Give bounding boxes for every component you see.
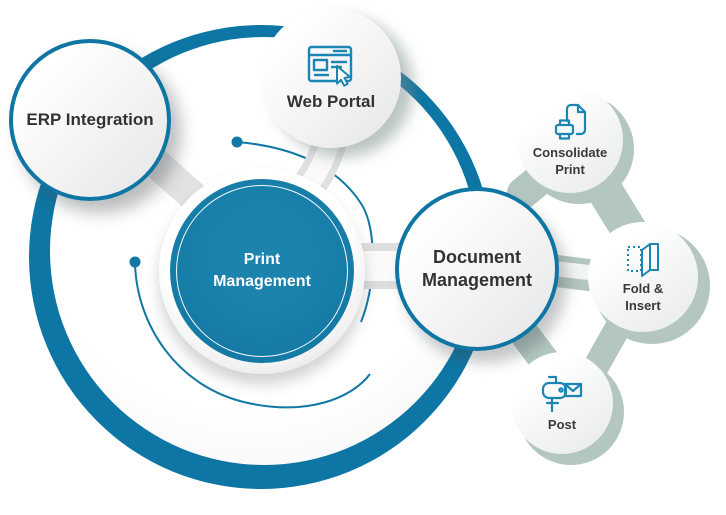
consolidate-print-label: Consolidate Print (532, 145, 608, 177)
node-post: Post (511, 352, 613, 454)
arc-bottom (134, 261, 371, 409)
node-erp-integration: ERP Integration (9, 39, 171, 201)
node-document-management: Document Management (395, 187, 559, 351)
print-management-label: Print Management (213, 251, 311, 290)
fold-paper-icon (627, 243, 659, 278)
arc-top-dot (231, 136, 243, 148)
node-consolidate-print: Consolidate Print (517, 87, 623, 193)
fold-insert-label: Fold & Insert (622, 281, 664, 313)
browser-cursor-icon (307, 45, 353, 87)
mailbox-icon (541, 375, 583, 412)
erp-integration-label: ERP Integration (26, 110, 154, 129)
web-portal-label: Web Portal (286, 92, 376, 111)
node-web-portal: Web Portal (261, 8, 401, 148)
arc-bottom-dot (129, 256, 141, 268)
document-management-label: Document Management (421, 246, 533, 290)
post-label: Post (547, 416, 577, 432)
node-print-management: Print Management (170, 179, 354, 363)
node-fold-insert: Fold & Insert (588, 222, 698, 332)
printer-icon (554, 104, 587, 140)
